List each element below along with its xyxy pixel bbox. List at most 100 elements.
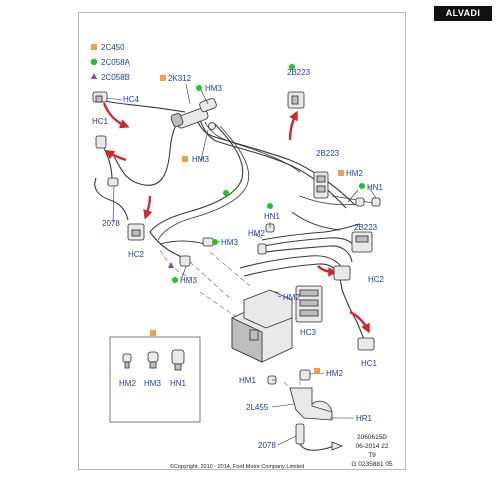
tube-hn1-center xyxy=(291,211,341,231)
label-hc4: HC4 xyxy=(123,95,140,104)
label-hc2-left: HC2 xyxy=(128,250,145,259)
green-dot-icon xyxy=(359,183,365,189)
tube-hc4 xyxy=(103,100,186,113)
label-hm3-top: HM3 xyxy=(205,84,222,93)
green-dot-icon xyxy=(223,190,229,196)
tube-bundle-1 xyxy=(261,223,361,241)
bracket-2b223-mid xyxy=(313,171,329,199)
box-fittings xyxy=(122,349,185,371)
master-cylinder xyxy=(170,98,217,130)
bracket-2b223-top xyxy=(287,91,305,109)
label-2b223-low: 2B223 xyxy=(354,223,378,232)
bracket-2l455 xyxy=(289,387,333,421)
green-dot-icon xyxy=(90,58,98,66)
label-hc2-right: HC2 xyxy=(368,275,385,284)
leader-lines xyxy=(106,83,377,446)
legend-label-2: 2C058A xyxy=(101,58,131,67)
ref-code-1: 2060615D xyxy=(357,434,387,441)
ref-code-4: G 0235881 05 xyxy=(351,461,393,468)
tube-left-run-2 xyxy=(157,125,250,241)
ref-code-2: 06-2014 22 xyxy=(356,443,389,450)
label-2078-bottom: 2078 xyxy=(258,441,276,450)
label-hm3-box: HM3 xyxy=(144,379,161,388)
hose-2078-bottom xyxy=(295,423,344,451)
arrow-2b223-top xyxy=(288,110,298,141)
green-dot-icon xyxy=(212,239,218,245)
label-hc1-right: HC1 xyxy=(361,359,378,368)
label-hm2-center: HM2 xyxy=(248,229,265,238)
tube-hm2-right xyxy=(299,195,359,206)
arrow-hc1-right xyxy=(349,310,370,334)
orange-square-icon xyxy=(314,368,320,374)
orange-square-icon xyxy=(338,170,344,176)
bracket-2b223-low xyxy=(351,231,373,253)
parts xyxy=(92,91,381,451)
tube-upper-1 xyxy=(195,117,356,206)
orange-square-icon xyxy=(150,330,156,336)
callout-markers xyxy=(160,64,365,374)
red-arrows xyxy=(102,102,370,334)
green-dot-icon xyxy=(172,277,178,283)
fitting-hn1-right xyxy=(371,197,381,207)
label-hm2-lower: HM2 xyxy=(283,293,300,302)
fitting-hm2-center xyxy=(257,243,267,255)
reference-codes: 2060615D 06-2014 22 T9 G 0235881 05 xyxy=(351,434,393,468)
fitting-hm2-right xyxy=(355,197,365,207)
clip-hc1-left xyxy=(95,135,107,149)
fitting-2078-left xyxy=(107,177,119,187)
orange-square-icon xyxy=(160,75,166,81)
label-hm3-bottom: HM3 xyxy=(180,276,197,285)
tube-bundle-2 xyxy=(263,237,355,247)
fitting-hm2-bottom xyxy=(299,369,311,381)
fittings-box xyxy=(109,336,201,423)
abs-modulator xyxy=(231,289,293,363)
brake-tubes xyxy=(94,100,377,345)
bracket-hc3 xyxy=(295,285,323,323)
label-hn1-box: HN1 xyxy=(170,379,187,388)
legend-label-3: 2C058B xyxy=(101,73,130,82)
arrow-2078-left xyxy=(143,195,153,220)
green-dot-icon xyxy=(196,85,202,91)
label-2k312: 2K312 xyxy=(168,74,192,83)
label-hm3-mid: HM3 xyxy=(192,155,209,164)
tube-left-run xyxy=(149,123,244,233)
label-hm2-box: HM2 xyxy=(119,379,136,388)
label-hm2-right: HM2 xyxy=(346,169,363,178)
label-2078-left: 2078 xyxy=(102,219,120,228)
arrow-hc1-left xyxy=(104,149,127,162)
fitting-hm3-low xyxy=(179,255,191,267)
fitting-hm3-mid xyxy=(202,237,214,247)
arrow-hc4 xyxy=(102,102,130,129)
label-hr1: HR1 xyxy=(356,414,373,423)
green-dot-icon xyxy=(267,203,273,209)
legend: 2C450 2C058A 2C058B xyxy=(90,43,131,82)
label-hc1-left: HC1 xyxy=(92,117,109,126)
box-fitting-hn1 xyxy=(171,349,185,365)
hose-2078-left xyxy=(94,177,129,221)
tube-hc1-right xyxy=(341,289,367,345)
label-hm3-low: HM3 xyxy=(221,238,238,247)
copyright-text: ©Copyright, 2010 - 2014, Ford Motor Comp… xyxy=(170,463,304,470)
purple-triangle-icon xyxy=(91,73,97,79)
label-hn1-center: HN1 xyxy=(264,212,281,221)
tube-upper-3 xyxy=(204,121,301,173)
legend-label-1: 2C450 xyxy=(101,43,125,52)
orange-square-icon xyxy=(182,156,188,162)
brand-badge: ALVADI xyxy=(434,6,492,21)
label-hc3: HC3 xyxy=(300,328,317,337)
label-2b223-mid: 2B223 xyxy=(316,149,340,158)
clip-hc4 xyxy=(92,91,108,103)
label-2b223-top: 2B223 xyxy=(287,68,311,77)
tube-hm3-low xyxy=(149,231,185,259)
clip-hc2-left xyxy=(127,223,145,241)
box-fitting-hm3 xyxy=(147,351,159,363)
label-hm1: HM1 xyxy=(239,376,256,385)
clip-hc2-right xyxy=(333,265,351,281)
label-hn1-right: HN1 xyxy=(367,183,384,192)
diagram-frame xyxy=(78,12,406,470)
box-fitting-hm2 xyxy=(122,353,132,363)
label-hm2-bottom: HM2 xyxy=(326,369,343,378)
callout-labels: HC4 HC1 HM3 2K312 HM3 2B223 2B223 HM2 HN… xyxy=(92,68,385,450)
